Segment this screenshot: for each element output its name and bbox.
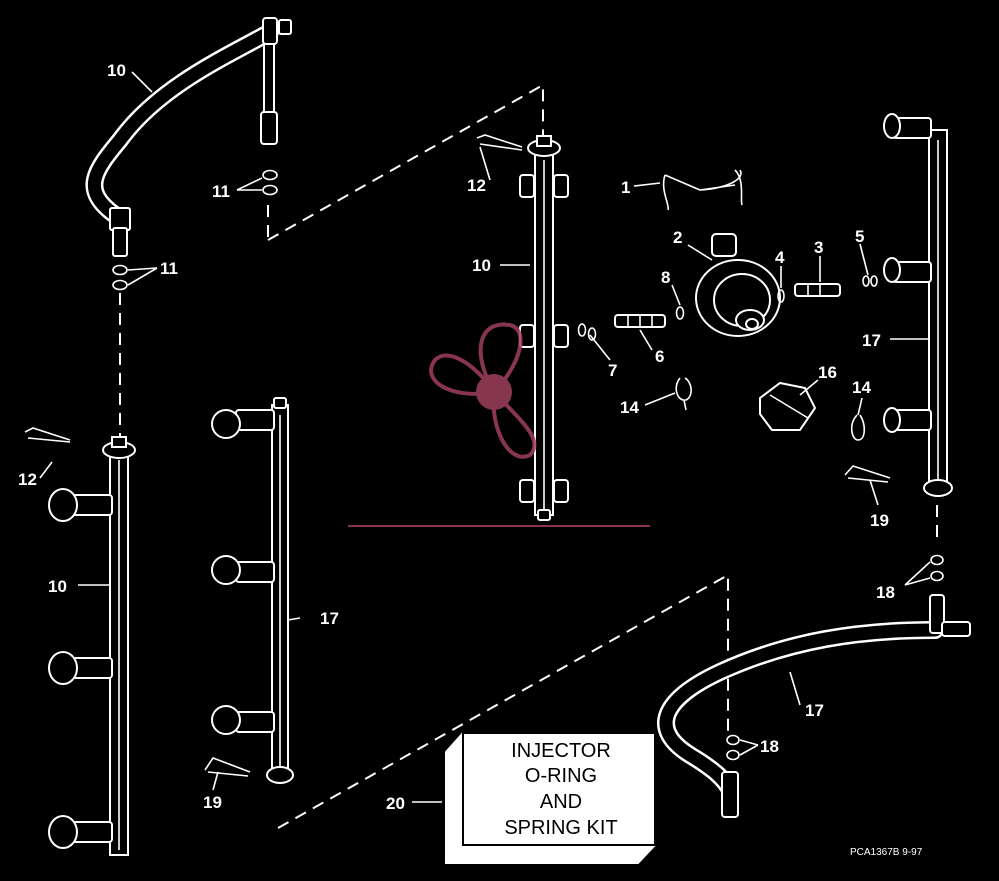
callout-5: 5: [855, 227, 864, 246]
callout-3: 3: [814, 238, 823, 257]
callout-14-center: 14: [620, 398, 639, 417]
callout-10-center: 10: [472, 256, 491, 275]
callout-numbers: 10 11 11 12 10 12 10 1 2 8 4 3 5 6 7 14 …: [18, 61, 895, 813]
fuel-rail-center: [519, 135, 569, 521]
callout-8: 8: [661, 268, 670, 287]
fuel-rail-left: [48, 436, 136, 856]
small-parts: [577, 169, 878, 441]
callout-10-top: 10: [107, 61, 126, 80]
callout-10-left: 10: [48, 577, 67, 596]
kit-box-line-3: AND: [540, 791, 582, 813]
o-rings-11: [112, 169, 278, 291]
callout-4: 4: [775, 248, 785, 267]
callout-17-right-rail: 17: [862, 331, 881, 350]
callout-20: 20: [386, 794, 405, 813]
callout-11-top: 11: [212, 182, 230, 201]
callout-17-center-left: 17: [320, 609, 339, 628]
kit-box-line-2: O-RING: [525, 765, 597, 787]
kit-box-line-1: INJECTOR: [511, 740, 611, 762]
callout-12-left: 12: [18, 470, 37, 489]
callout-11-left: 11: [160, 259, 178, 278]
pressure-regulator: [695, 233, 781, 337]
callout-leaders: [39, 71, 931, 803]
callout-12-center: 12: [467, 176, 486, 195]
fuel-hose-upper-left: [85, 17, 292, 257]
injector-kit-box: INJECTOR O-RING AND SPRING KIT: [444, 731, 657, 865]
callout-17-hose: 17: [805, 701, 824, 720]
callout-18-right: 18: [876, 583, 895, 602]
fuel-rail-right: [883, 113, 953, 497]
callout-1: 1: [621, 178, 630, 197]
o-rings-18: [726, 554, 944, 761]
fuel-rail-center-left: [211, 397, 294, 784]
propeller-logo: [348, 322, 650, 527]
callout-14-right: 14: [852, 378, 871, 397]
callout-7: 7: [608, 361, 617, 380]
fuel-hose-lower-right: [657, 594, 971, 818]
fitting-6: [614, 314, 666, 328]
callout-19-right: 19: [870, 511, 889, 530]
callout-6: 6: [655, 347, 664, 366]
callout-19-left: 19: [203, 793, 222, 812]
diagram-code: PCA1367B 9-97: [850, 847, 923, 858]
callout-18-lower: 18: [760, 737, 779, 756]
callout-16: 16: [818, 363, 837, 382]
spring-clips-19: [204, 465, 891, 777]
callout-2: 2: [673, 228, 682, 247]
spring-clips-12: [24, 134, 523, 443]
fitting-3: [794, 283, 841, 297]
assembly-guide-lines: [119, 83, 938, 829]
kit-box-line-4: SPRING KIT: [504, 817, 617, 839]
